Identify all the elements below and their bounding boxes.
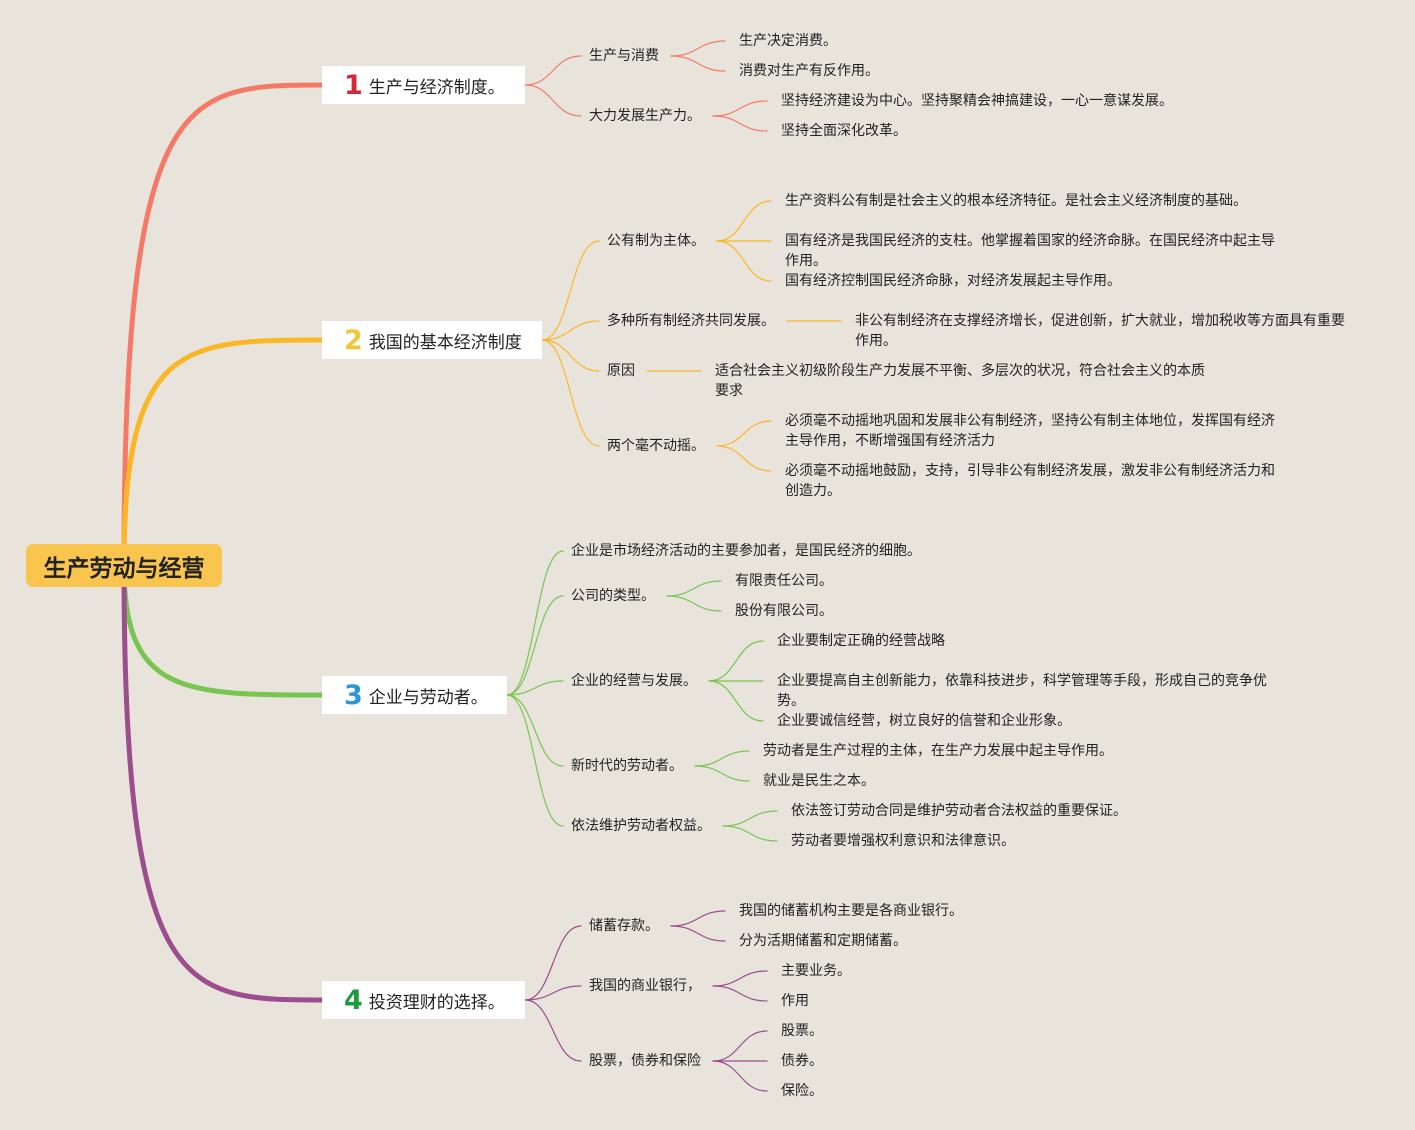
leaf-connector-3-5-1 [722, 810, 778, 827]
topic-node[interactable]: 大力发展生产力。 [589, 108, 701, 124]
topic-node[interactable]: 依法维护劳动者权益。 [571, 818, 711, 834]
root-connector-3 [121, 563, 327, 698]
leaf-node[interactable]: 国有经济控制国民经济命脉，对经济发展起主导作用。 [785, 273, 1121, 289]
leaf-connector-1-1-2 [670, 55, 726, 72]
topic-connector-3-2 [506, 595, 564, 696]
topic-node[interactable]: 储蓄存款。 [589, 918, 659, 934]
branch-number-3: 3 [344, 679, 363, 711]
leaf-connector-3-4-1 [694, 750, 750, 767]
topic-connector-3-4 [506, 694, 564, 767]
leaf-node[interactable]: 必须毫不动摇地鼓励，支持，引导非公有制经济发展，激发非公有制经济活力和创造力。 [785, 463, 1275, 499]
leaf-connector-2-4-1 [716, 420, 772, 447]
leaf-connector-3-5-2 [722, 825, 778, 842]
topic-connector-1-1 [524, 55, 582, 86]
topic-node[interactable]: 企业的经营与发展。 [571, 673, 697, 689]
branch-label: 投资理财的选择。 [368, 992, 505, 1013]
topic-node[interactable]: 多种所有制经济共同发展。 [607, 313, 775, 329]
leaf-node[interactable]: 坚持全面深化改革。 [781, 123, 907, 139]
leaf-connector-3-3-1 [708, 640, 764, 682]
topic-node[interactable]: 我国的商业银行， [589, 978, 701, 994]
root-topic[interactable]: 生产劳动与经营 [26, 544, 222, 587]
root-connector-2 [121, 337, 327, 569]
leaf-node[interactable]: 有限责任公司。 [735, 573, 833, 589]
topic-node[interactable]: 原因 [607, 363, 635, 379]
leaf-node[interactable]: 主要业务。 [781, 963, 851, 979]
leaf-node[interactable]: 生产决定消费。 [739, 33, 837, 49]
topic-connector-1-2 [524, 84, 582, 117]
topic-connector-2-2 [541, 320, 600, 341]
leaf-node[interactable]: 生产资料公有制是社会主义的根本经济特征。是社会主义经济制度的基础。 [785, 193, 1247, 209]
leaf-node[interactable]: 必须毫不动摇地巩固和发展非公有制经济，坚持公有制主体地位，发挥国有经济主导作用，… [785, 413, 1275, 449]
branch-label: 企业与劳动者。 [368, 687, 488, 708]
leaf-node[interactable]: 依法签订劳动合同是维护劳动者合法权益的重要保证。 [791, 803, 1127, 819]
leaf-node[interactable]: 保险。 [781, 1083, 823, 1099]
leaf-node[interactable]: 适合社会主义初级阶段生产力发展不平衡、多层次的状况，符合社会主义的本质要求 [715, 363, 1205, 399]
leaf-node[interactable]: 国有经济是我国民经济的支柱。他掌握着国家的经济命脉。在国民经济中起主导作用。 [785, 233, 1275, 269]
leaf-connector-1-2-1 [712, 100, 768, 117]
topic-connector-3-1 [506, 550, 564, 696]
topic-node[interactable]: 生产与消费 [589, 48, 659, 64]
leaf-node[interactable]: 作用 [781, 993, 809, 1009]
leaf-connector-4-1-2 [670, 925, 726, 942]
topic-connector-3-3 [506, 680, 564, 696]
leaf-node[interactable]: 坚持经济建设为中心。坚持聚精会神搞建设，一心一意谋发展。 [781, 93, 1173, 109]
branch-label: 我国的基本经济制度 [368, 332, 522, 353]
leaf-node[interactable]: 就业是民生之本。 [763, 773, 875, 789]
leaf-node[interactable]: 劳动者是生产过程的主体，在生产力发展中起主导作用。 [763, 743, 1113, 759]
leaf-node[interactable]: 非公有制经济在支撑经济增长，促进创新，扩大就业，增加税收等方面具有重要作用。 [855, 313, 1345, 349]
leaf-connector-4-1-1 [670, 910, 726, 927]
topic-connector-2-4 [541, 339, 600, 447]
branch-number-4: 4 [344, 984, 363, 1016]
leaf-connector-1-1-1 [670, 40, 726, 57]
leaf-connector-3-2-1 [666, 580, 722, 597]
topic-node[interactable]: 企业是市场经济活动的主要参加者，是国民经济的细胞。 [571, 543, 921, 559]
leaf-connector-2-1-3 [716, 240, 772, 282]
leaf-node[interactable]: 企业要诚信经营，树立良好的信誉和企业形象。 [777, 713, 1071, 729]
topic-node[interactable]: 股票，债券和保险 [589, 1053, 701, 1069]
topic-connector-4-2 [524, 985, 582, 1001]
leaf-connector-4-3-3 [712, 1060, 768, 1092]
leaf-connector-2-1-1 [716, 200, 772, 242]
root-connector-1 [121, 82, 327, 569]
leaf-node[interactable]: 股份有限公司。 [735, 603, 833, 619]
topic-connector-4-3 [524, 999, 582, 1062]
topic-connector-4-1 [524, 925, 582, 1001]
topic-node[interactable]: 两个毫不动摇。 [607, 438, 705, 454]
leaf-connector-4-3-1 [712, 1030, 768, 1062]
leaf-node[interactable]: 消费对生产有反作用。 [739, 63, 879, 79]
branch-number-2: 2 [344, 324, 363, 356]
leaf-connector-1-2-2 [712, 115, 768, 132]
topic-node[interactable]: 公有制为主体。 [607, 233, 705, 249]
leaf-connector-3-4-2 [694, 765, 750, 782]
topic-node[interactable]: 新时代的劳动者。 [571, 758, 683, 774]
topic-connector-3-5 [506, 694, 564, 827]
leaf-connector-4-2-2 [712, 985, 768, 1002]
leaf-node[interactable]: 分为活期储蓄和定期储蓄。 [739, 933, 907, 949]
leaf-connector-3-3-3 [708, 680, 764, 722]
leaf-connector-3-2-2 [666, 595, 722, 612]
leaf-node[interactable]: 债券。 [781, 1053, 823, 1069]
topic-connector-2-3 [541, 339, 600, 372]
leaf-connector-2-4-2 [716, 445, 772, 472]
branch-number-1: 1 [344, 69, 363, 101]
leaf-connector-4-2-1 [712, 970, 768, 987]
leaf-node[interactable]: 企业要制定正确的经营战略 [777, 633, 945, 649]
root-connector-4 [121, 563, 327, 1003]
leaf-node[interactable]: 我国的储蓄机构主要是各商业银行。 [739, 903, 963, 919]
leaf-node[interactable]: 企业要提高自主创新能力，依靠科技进步，科学管理等手段，形成自己的竞争优势。 [777, 673, 1267, 709]
branch-label: 生产与经济制度。 [368, 77, 505, 98]
topic-node[interactable]: 公司的类型。 [571, 588, 655, 604]
topic-connector-2-1 [541, 240, 600, 341]
leaf-node[interactable]: 劳动者要增强权利意识和法律意识。 [791, 833, 1015, 849]
leaf-node[interactable]: 股票。 [781, 1023, 823, 1039]
